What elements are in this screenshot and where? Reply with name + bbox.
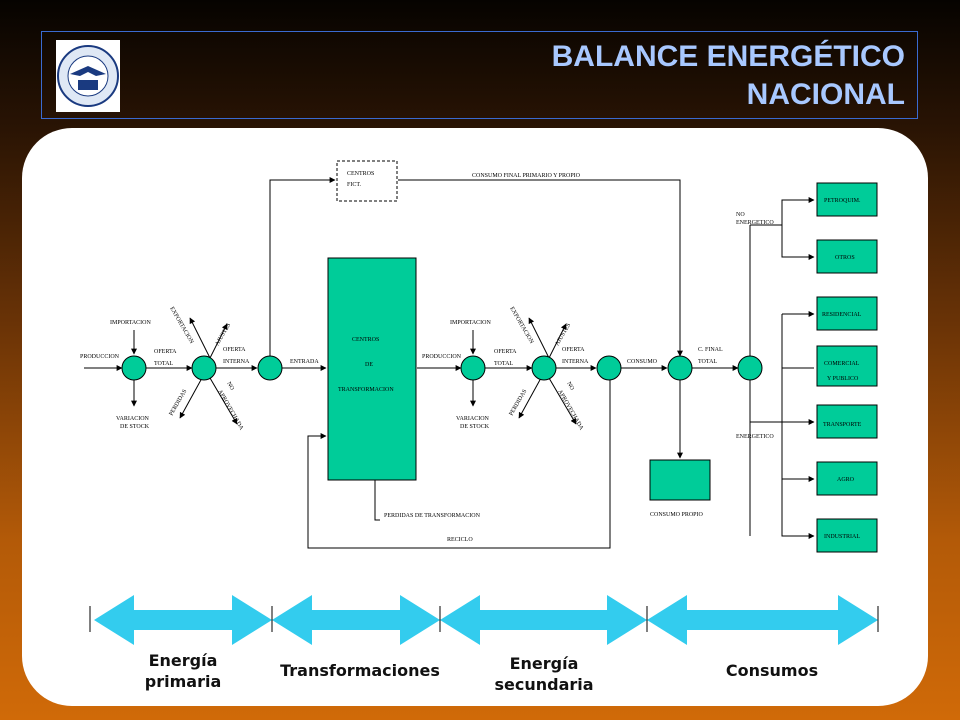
label-oferta-interna-2b: INTERNA xyxy=(562,359,589,365)
label-no-aprov-2a: NO xyxy=(565,381,575,392)
label-centros-trans-2: DE xyxy=(365,362,373,368)
stage-label-primary: Energía primaria xyxy=(118,650,248,692)
label-perdidas-trans: PERDIDAS DE TRANSFORMACION xyxy=(384,513,481,519)
arrow-transformations xyxy=(272,595,440,645)
stage-primary-line1: Energía xyxy=(148,651,218,670)
title-line-2: NACIONAL xyxy=(746,78,905,111)
node-primary-supply xyxy=(121,355,147,381)
stage-label-transformations: Transformaciones xyxy=(280,661,440,680)
label-oferta-total-2a: OFERTA xyxy=(494,349,517,355)
diagram-shape xyxy=(816,404,878,439)
label-exportacion-2: EXPORTACION xyxy=(508,306,534,346)
centros-fict-box xyxy=(336,160,398,202)
label-no-aprov-1a: NO xyxy=(225,381,235,392)
label-c-final-b: TOTAL xyxy=(698,359,717,365)
label-importacion-2: IMPORTACION xyxy=(450,320,491,326)
label-oferta-interna-1b: INTERNA xyxy=(223,359,250,365)
node-consumo xyxy=(596,355,622,381)
label-oferta-total-2b: TOTAL xyxy=(494,361,513,367)
label-consumo-final-primario: CONSUMO FINAL PRIMARIO Y PROPIO xyxy=(472,173,581,179)
stage-arrows xyxy=(94,595,878,645)
label-centros-trans-1: CENTROS xyxy=(352,337,379,343)
header-bar: BALANCE ENERGÉTICO NACIONAL xyxy=(41,31,918,119)
label-perdidas-2: PERDIDAS xyxy=(509,389,529,417)
page-title: BALANCE ENERGÉTICO NACIONAL xyxy=(552,38,905,114)
consumo-propio-box xyxy=(649,459,711,501)
diagram-shape xyxy=(816,182,878,217)
label-variacion-1a: VARIACION xyxy=(116,416,150,422)
label-oferta-total-1b: TOTAL xyxy=(154,361,173,367)
node-final xyxy=(667,355,693,381)
label-perdidas-1: PERDIDAS xyxy=(169,389,189,417)
stage-secondary-line2: secundaria xyxy=(494,675,594,694)
label-oferta-interna-1a: OFERTA xyxy=(223,347,246,353)
label-no-aprov-1b: APROVECHADA xyxy=(216,389,244,432)
label-produccion-1: PRODUCCION xyxy=(80,354,120,360)
label-centros-fict-1: CENTROS xyxy=(347,171,374,177)
node-sector-split xyxy=(737,355,763,381)
centros-transformacion-box xyxy=(327,257,417,481)
stage-label-consumption: Consumos xyxy=(725,661,819,680)
label-variacion-1b: DE STOCK xyxy=(120,424,150,430)
energy-balance-diagram: CENTROS FICT. CONSUMO FINAL PRIMARIO Y P… xyxy=(80,160,879,645)
diagram-shape xyxy=(816,518,878,553)
stage-primary-line2: primaria xyxy=(144,672,222,691)
label-ajustes-1: AJUSTES xyxy=(215,322,233,347)
label-c-final-a: C. FINAL xyxy=(698,347,723,353)
sector-industrial: INDUSTRIAL xyxy=(824,534,860,540)
sector-agro: AGRO xyxy=(837,477,855,483)
sector-transporte: TRANSPORTE xyxy=(823,422,862,428)
arrow-consumption xyxy=(647,595,878,645)
label-entrada: ENTRADA xyxy=(290,359,319,365)
label-oferta-interna-2a: OFERTA xyxy=(562,347,585,353)
diagram-shape xyxy=(816,239,878,274)
sector-otros: OTROS xyxy=(835,255,855,261)
label-importacion-1: IMPORTACION xyxy=(110,320,151,326)
label-centros-trans-3: TRANSFORMACION xyxy=(338,387,394,393)
arrow-secondary xyxy=(440,595,647,645)
label-produccion-2: PRODUCCION xyxy=(422,354,462,360)
stage-secondary-line1: Energía xyxy=(509,654,579,673)
diagram-panel: CENTROS FICT. CONSUMO FINAL PRIMARIO Y P… xyxy=(22,128,928,706)
label-consumo: CONSUMO xyxy=(627,359,658,365)
node-entrada xyxy=(257,355,283,381)
sector-comercial: COMERCIAL xyxy=(824,361,860,367)
label-exportacion-1: EXPORTACION xyxy=(168,306,194,346)
sector-residencial: RESIDENCIAL xyxy=(822,312,862,318)
node-secondary-adjust xyxy=(531,355,557,381)
label-consumo-propio: CONSUMO PROPIO xyxy=(650,512,704,518)
label-ajustes-2: AJUSTES xyxy=(555,322,573,347)
label-centros-fict-2: FICT. xyxy=(347,182,362,188)
label-energetico: ENERGETICO xyxy=(736,434,774,440)
diagram-shape xyxy=(816,461,878,496)
title-line-1: BALANCE ENERGÉTICO xyxy=(551,40,905,73)
label-no-energetico-b: ENERGETICO xyxy=(736,220,774,226)
label-reciclo: RECICLO xyxy=(447,537,473,543)
label-no-aprov-2b: APROVECHADA xyxy=(556,389,584,432)
node-secondary-supply xyxy=(460,355,486,381)
sector-petroquim: PETROQUIM. xyxy=(824,198,861,204)
university-logo xyxy=(56,40,120,112)
diagram-shape xyxy=(816,296,878,331)
sector-publico: Y PUBLICO xyxy=(827,376,859,382)
stage-label-secondary: Energía secundaria xyxy=(474,653,614,695)
arrow-primary xyxy=(94,595,272,645)
diagram-shape xyxy=(816,345,878,387)
label-variacion-2b: DE STOCK xyxy=(460,424,490,430)
label-no-energetico-a: NO xyxy=(736,212,745,218)
label-variacion-2a: VARIACION xyxy=(456,416,490,422)
node-primary-adjust xyxy=(191,355,217,381)
label-oferta-total-1a: OFERTA xyxy=(154,349,177,355)
